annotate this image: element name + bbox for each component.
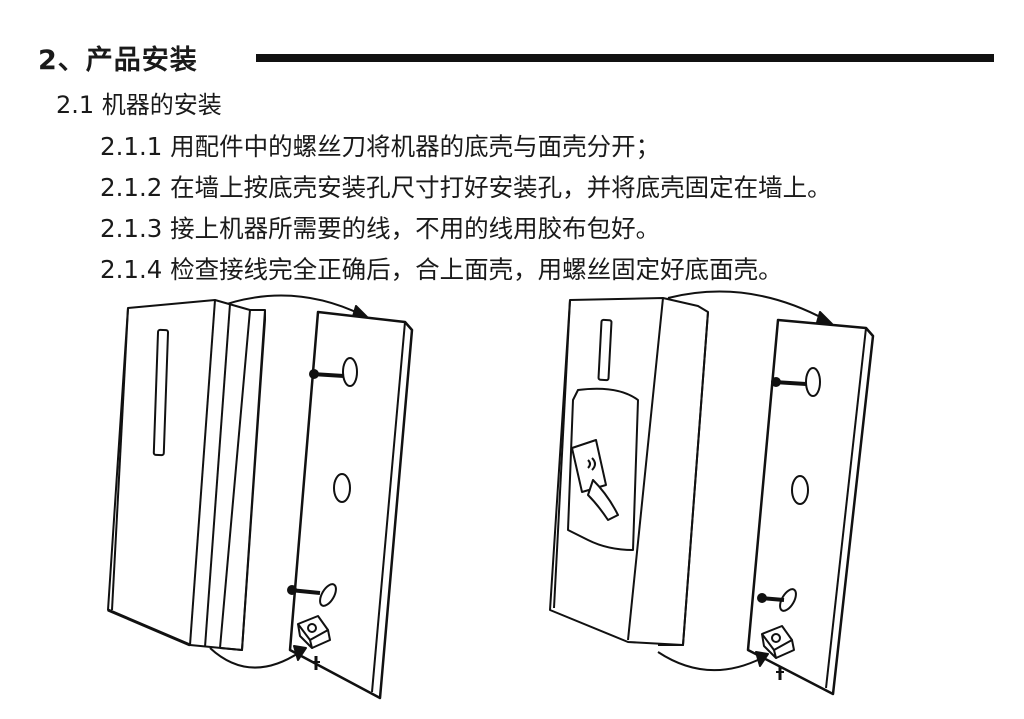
steps-list: 2.1.1 用配件中的螺丝刀将机器的底壳与面壳分开； 2.1.2 在墙上按底壳安… [100, 126, 832, 290]
step-item: 2.1.2 在墙上按底壳安装孔尺寸打好安装孔，并将底壳固定在墙上。 [100, 173, 832, 202]
subsection-title: 2.1 机器的安装 [56, 91, 222, 119]
bottom-bracket-icon [297, 615, 331, 670]
card-swipe-icon [571, 439, 619, 521]
front-cover-icon [107, 299, 266, 651]
rotate-arrow-bottom-icon [209, 645, 307, 669]
step-item: 2.1.1 用配件中的螺丝刀将机器的底壳与面壳分开； [100, 132, 661, 161]
screw-icon [757, 593, 785, 603]
rotate-arrow-bottom-icon [657, 651, 769, 672]
screw-icon [287, 585, 321, 595]
step-item: 2.1.3 接上机器所需要的线，不用的线用胶布包好。 [100, 214, 661, 243]
installation-figure-right [548, 290, 908, 710]
screw-icon [771, 377, 807, 387]
front-cover-icon [549, 297, 709, 646]
bottom-bracket-icon [761, 625, 795, 680]
section-title: 2、产品安装 [38, 45, 198, 76]
installation-figure-left [100, 290, 460, 710]
screw-icon [309, 369, 345, 379]
step-item: 2.1.4 检查接线完全正确后，合上面壳，用螺丝固定好底面壳。 [100, 255, 783, 284]
back-plate-icon [288, 310, 414, 700]
title-rule [256, 54, 994, 62]
